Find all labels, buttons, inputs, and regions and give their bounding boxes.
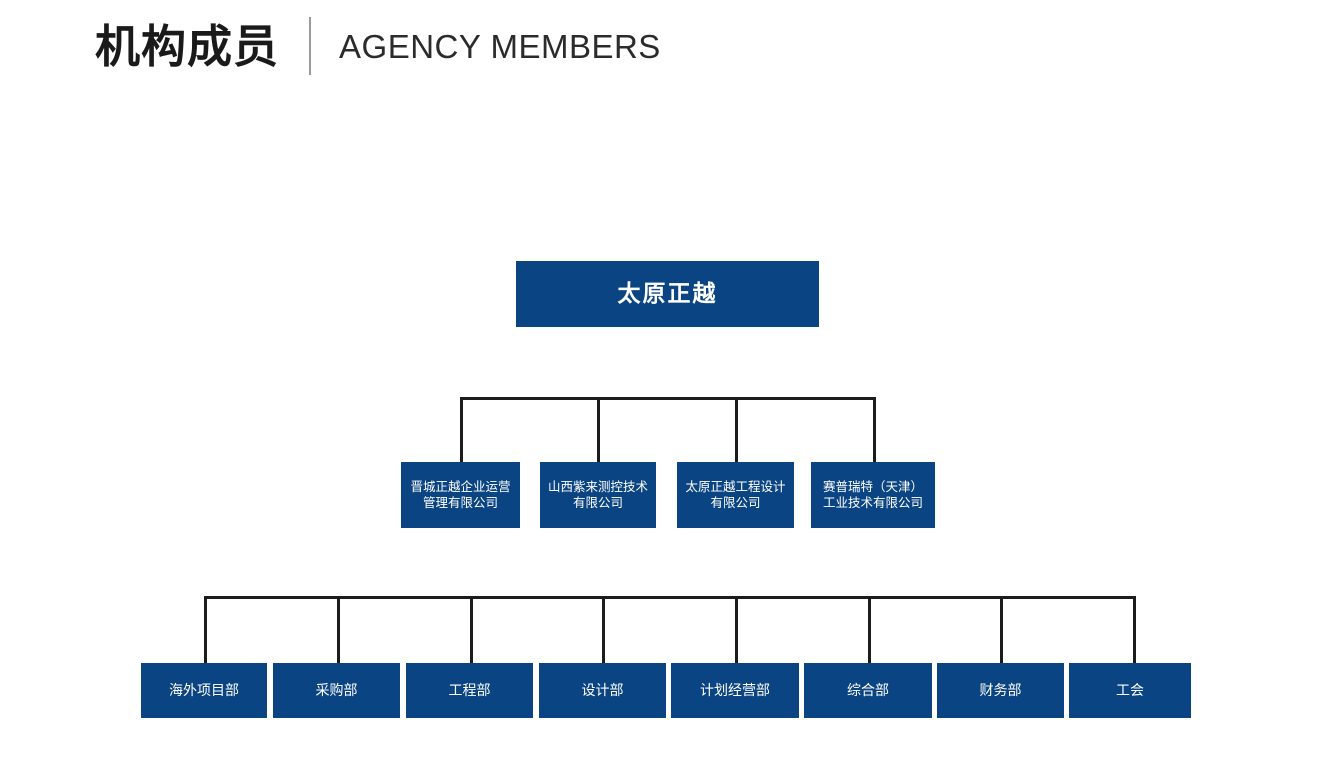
connector-line-level3-1 (204, 596, 207, 663)
connector-line-level2-1 (460, 397, 463, 463)
org-node-department-7[interactable]: 财务部 (937, 663, 1064, 718)
org-node-department-2[interactable]: 采购部 (273, 663, 400, 718)
connector-bar-level3 (204, 596, 1135, 599)
org-node-root[interactable]: 太原正越 (516, 261, 819, 327)
connector-line-level3-7 (1000, 596, 1003, 663)
connector-line-level3-5 (735, 596, 738, 663)
connector-line-level3-2 (337, 596, 340, 663)
connector-line-level2-3 (735, 397, 738, 463)
connector-bar-level2 (460, 397, 876, 400)
page-title-cn: 机构成员 (95, 20, 280, 72)
org-node-subsidiary-3[interactable]: 太原正越工程设计有限公司 (677, 462, 794, 528)
connector-line-level2-2 (597, 397, 600, 463)
connector-line-level3-8 (1133, 596, 1136, 663)
org-node-subsidiary-2[interactable]: 山西紫来测控技术有限公司 (540, 462, 656, 528)
page-header: 机构成员 AGENCY MEMBERS (95, 14, 661, 78)
org-node-department-1[interactable]: 海外项目部 (141, 663, 267, 718)
org-node-subsidiary-4[interactable]: 赛普瑞特（天津）工业技术有限公司 (811, 462, 935, 528)
connector-line-level3-3 (470, 596, 473, 663)
org-node-department-3[interactable]: 工程部 (406, 663, 533, 718)
org-node-department-5[interactable]: 计划经营部 (671, 663, 799, 718)
org-node-department-6[interactable]: 综合部 (804, 663, 932, 718)
header-divider (309, 17, 312, 75)
org-node-subsidiary-1[interactable]: 晋城正越企业运营管理有限公司 (401, 462, 520, 528)
connector-line-level2-4 (873, 397, 876, 463)
connector-line-level3-6 (868, 596, 871, 663)
org-node-department-8[interactable]: 工会 (1069, 663, 1191, 718)
page-title-en: AGENCY MEMBERS (339, 27, 661, 65)
connector-line-level3-4 (602, 596, 605, 663)
org-node-department-4[interactable]: 设计部 (539, 663, 666, 718)
